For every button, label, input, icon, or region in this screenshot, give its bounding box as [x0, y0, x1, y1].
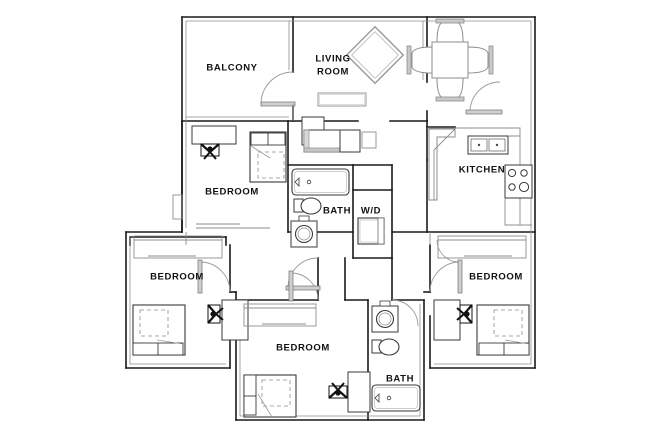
double-bed: [243, 374, 297, 418]
coffee-table: [339, 129, 361, 153]
dining-table-with-four-chairs: [406, 18, 494, 102]
desk-with-chair: [191, 125, 237, 160]
room-label-living-room-line1: LIVING: [315, 53, 351, 65]
bedroom-left-furniture: [132, 235, 249, 356]
room-label-bedroom-right: BEDROOM: [469, 271, 523, 283]
bath-lower-fixtures: [371, 300, 421, 412]
desk-with-chair: [433, 299, 473, 341]
double-bed: [132, 304, 186, 356]
room-label-laundry: W/D: [360, 205, 382, 217]
media-console: [317, 92, 367, 107]
bathtub: [371, 384, 421, 412]
room-label-balcony: BALCONY: [206, 62, 258, 74]
double-basin-sink: [467, 135, 509, 155]
doors-group: [199, 71, 501, 327]
desk-with-chair: [328, 371, 371, 413]
double-bed: [476, 304, 530, 356]
bedroom-bottom-furniture: [243, 303, 371, 418]
toilet: [293, 197, 322, 215]
vanity-sink: [290, 215, 318, 248]
wall-inner-lines: [129, 20, 532, 417]
bedroom-right-furniture: [433, 235, 530, 356]
room-label-kitchen: KITCHEN: [458, 164, 506, 176]
toilet: [371, 338, 400, 356]
rotated-square-table: [345, 25, 405, 85]
door-leaves: [197, 101, 503, 302]
living-room-furniture: [301, 18, 494, 153]
double-bed: [249, 131, 287, 183]
room-label-bath-upper: BATH: [322, 205, 352, 217]
washer-dryer: [357, 217, 385, 245]
range-cooktop: [504, 164, 533, 199]
desk-with-chair: [207, 299, 249, 341]
kitchen-fixtures: [427, 127, 533, 226]
room-label-bedroom-top: BEDROOM: [205, 186, 259, 198]
closet-details: [172, 104, 431, 245]
bedroom-top-furniture: [191, 125, 287, 229]
bathtub: [291, 168, 350, 196]
room-label-living-room-line2: ROOM: [317, 66, 349, 78]
side-table: [361, 131, 377, 149]
room-label-bedroom-bottom: BEDROOM: [276, 342, 330, 354]
vanity-sink: [371, 300, 399, 333]
bath-upper-fixtures: [290, 168, 350, 248]
room-label-bath-lower: BATH: [385, 373, 415, 385]
room-label-bedroom-left: BEDROOM: [150, 271, 204, 283]
